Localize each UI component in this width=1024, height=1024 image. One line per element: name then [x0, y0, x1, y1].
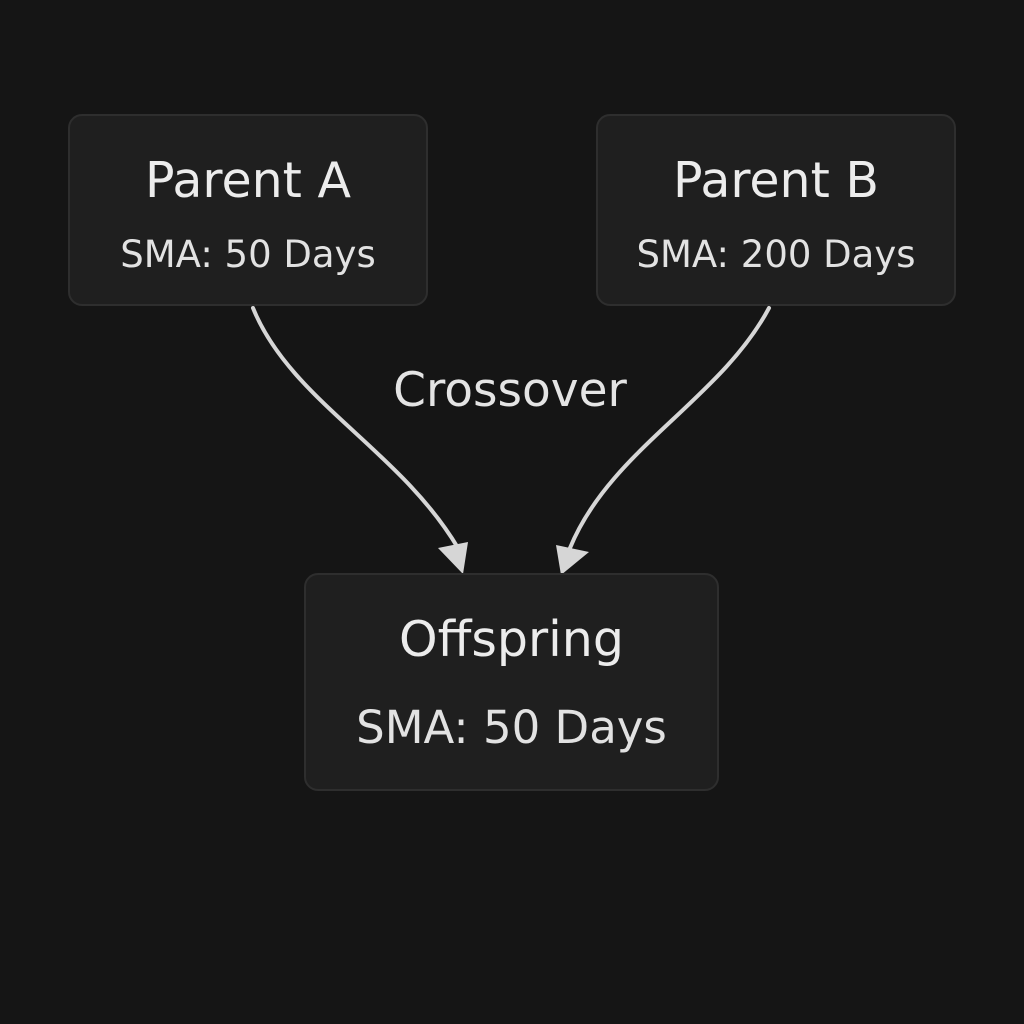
offspring-node: Offspring SMA: 50 Days: [304, 573, 719, 791]
edge-parent-a-to-offspring: [251, 306, 460, 550]
arrowhead-parent-b: [556, 545, 589, 575]
parent-b-node: Parent B SMA: 200 Days: [596, 114, 956, 306]
parent-a-title: Parent A: [145, 152, 351, 209]
crossover-label: Crossover: [393, 363, 627, 418]
offspring-subtitle: SMA: 50 Days: [356, 701, 667, 754]
edge-parent-b-to-offspring: [568, 306, 771, 550]
offspring-title: Offspring: [399, 611, 624, 668]
parent-b-subtitle: SMA: 200 Days: [636, 233, 916, 276]
parent-b-title: Parent B: [672, 152, 880, 209]
parent-a-subtitle: SMA: 50 Days: [120, 233, 376, 276]
arrowhead-parent-a: [438, 542, 468, 574]
parent-a-node: Parent A SMA: 50 Days: [68, 114, 428, 306]
